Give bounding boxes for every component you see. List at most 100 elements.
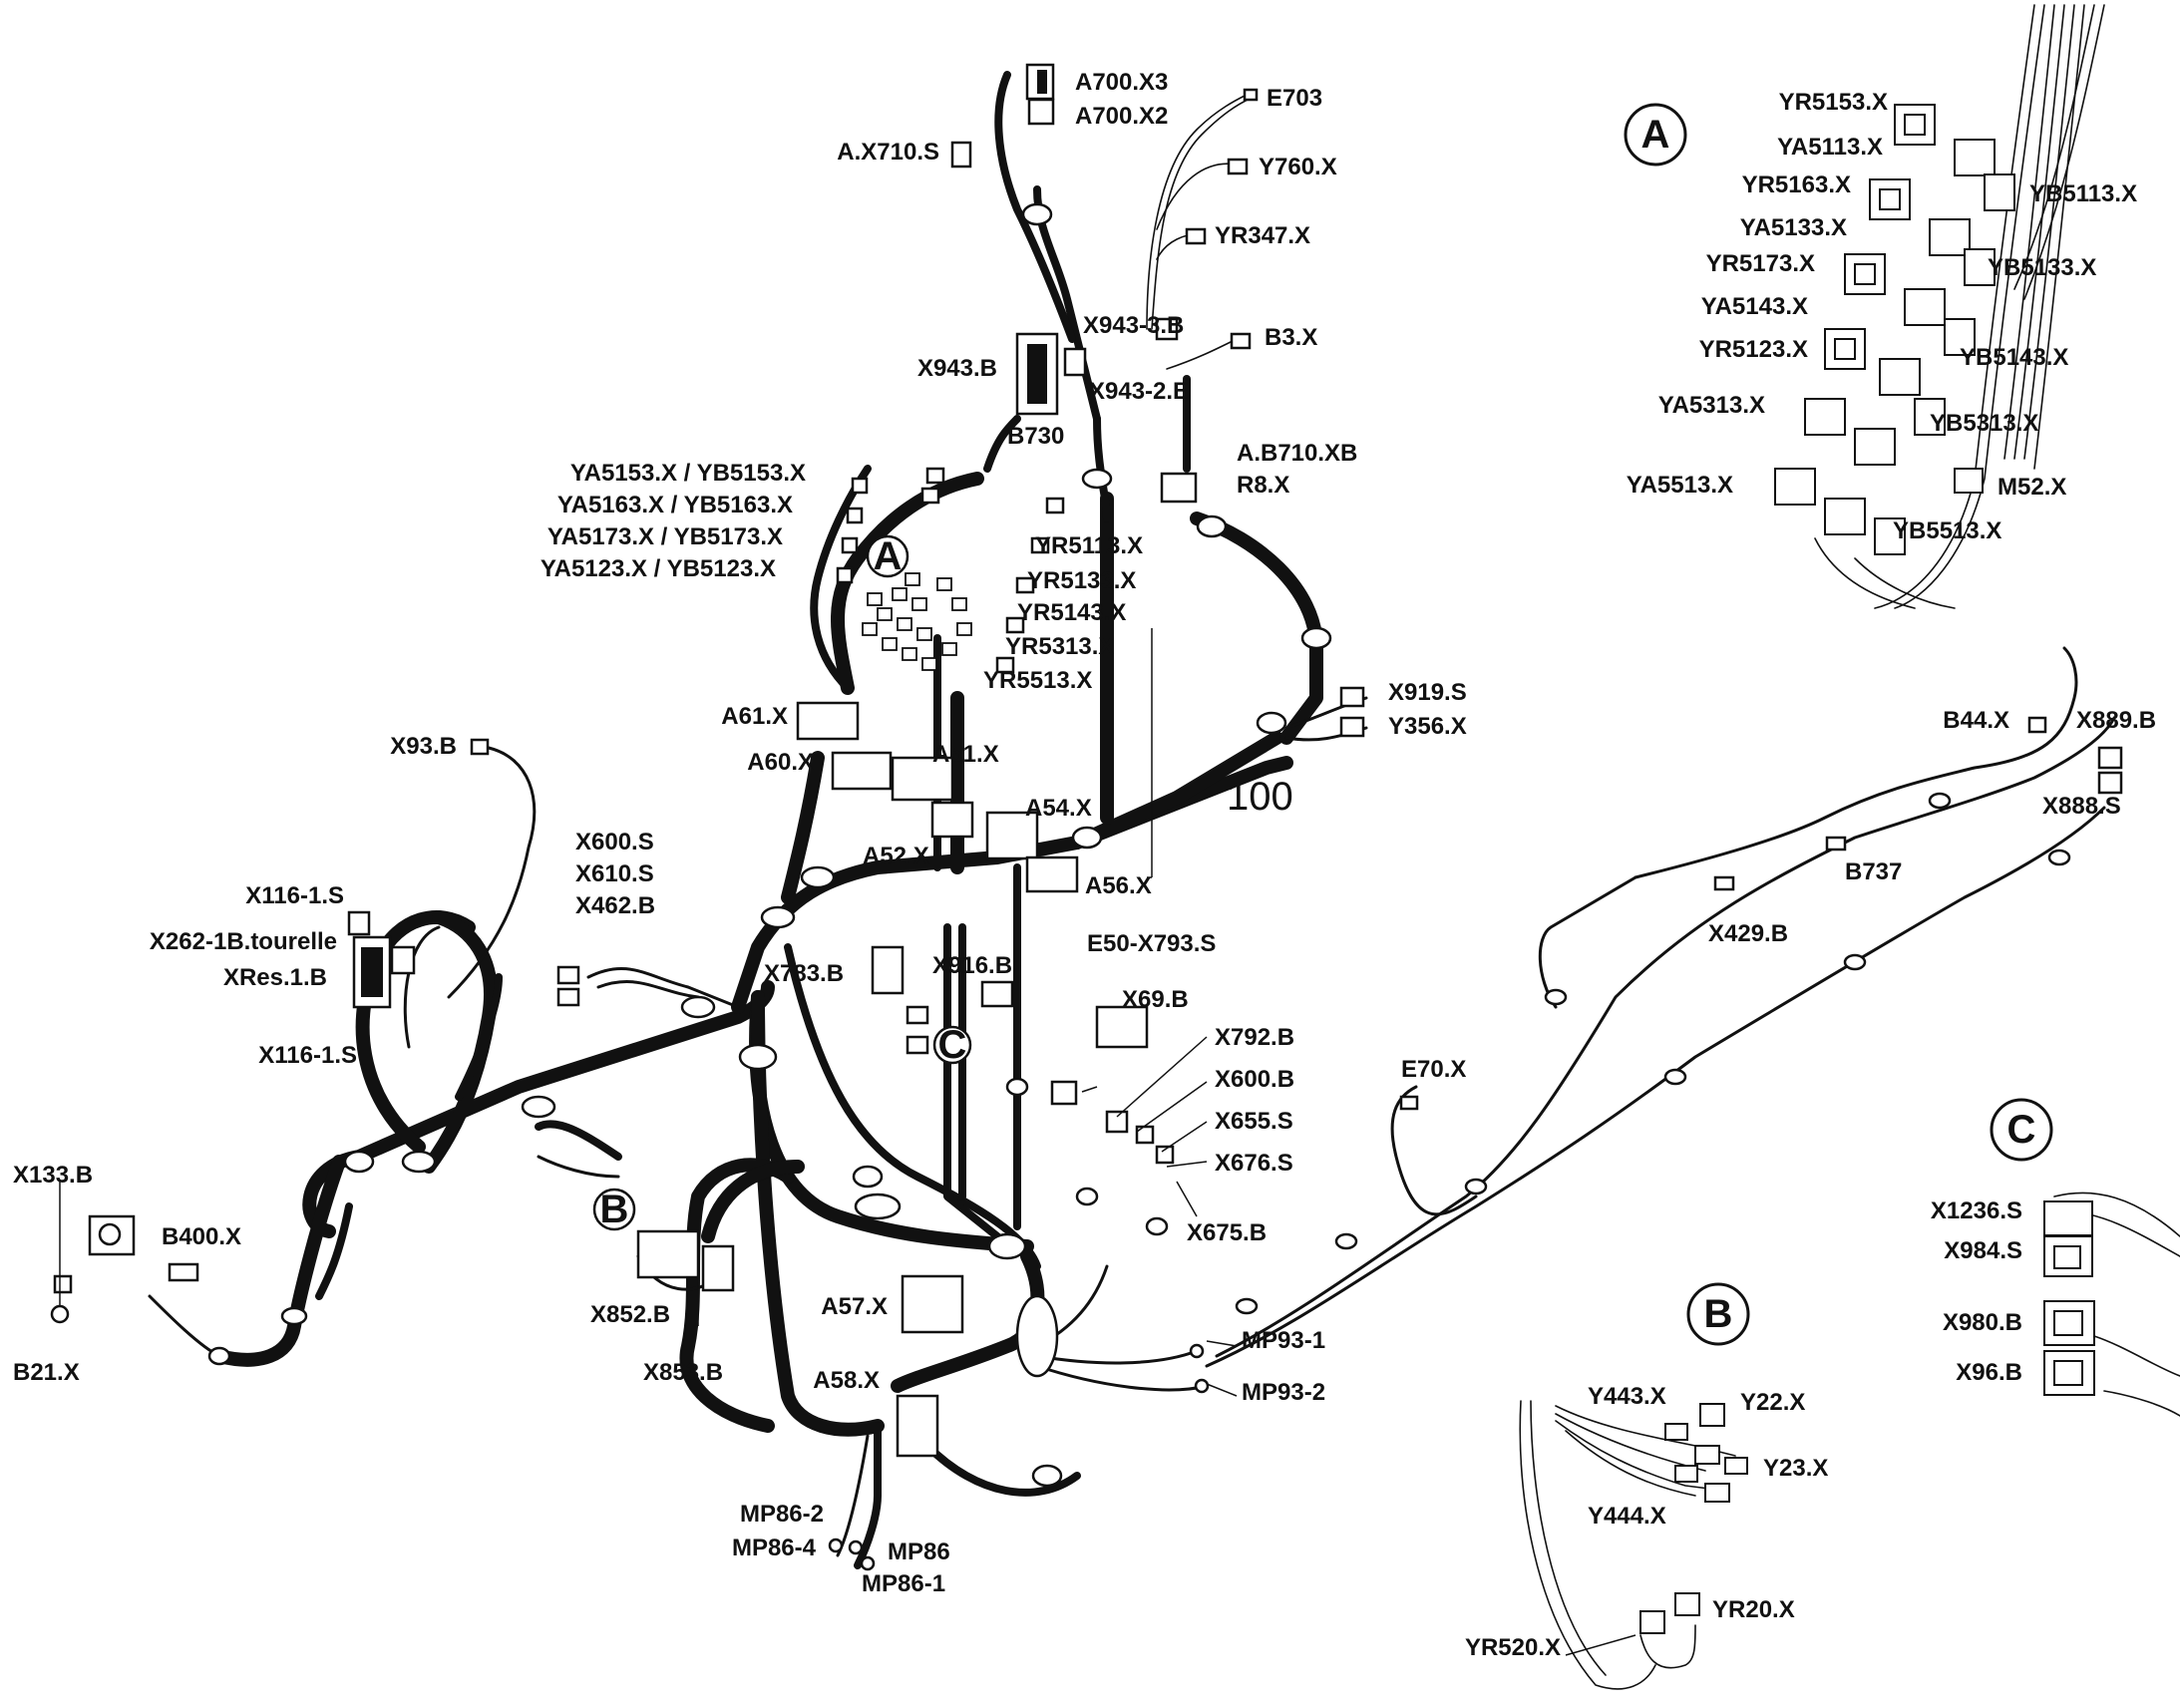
label-detail-a-yb5133: YB5133.X: [1988, 254, 2096, 281]
label-r8-x: R8.X: [1237, 472, 1289, 499]
label-detail-a-ya5313: YA5313.X: [1658, 392, 1765, 419]
label-a57-x: A57.X: [821, 1293, 888, 1320]
label-x600-b: X600.B: [1215, 1066, 1294, 1093]
label-a58-x: A58.X: [813, 1367, 880, 1394]
label-x262-1b-tourelle: X262-1B.tourelle: [150, 928, 337, 955]
label-x675-b: X675.B: [1187, 1219, 1267, 1246]
marker-c-main: C: [938, 1023, 967, 1067]
marker-c-detail: C: [2007, 1108, 2036, 1152]
labels-detail-a: YR5153.X YA5113.X YR5163.X YA5133.X YR51…: [1627, 89, 2137, 544]
label-detail-a-yr5123: YR5123.X: [1699, 336, 1808, 363]
label-a61-x: A61.X: [721, 703, 788, 730]
label-a-b710-xb: A.B710.XB: [1237, 440, 1357, 467]
label-x610-s: X610.S: [575, 860, 654, 887]
label-detail-a-yb5113: YB5113.X: [2029, 180, 2137, 207]
marker-a-detail: A: [1641, 113, 1670, 157]
label-mp86-1: MP86-1: [862, 1570, 945, 1597]
label-a51-x: A51.X: [932, 741, 999, 768]
label-yr5143-x: YR5143.X: [1017, 599, 1126, 626]
label-detail-a-m52: M52.X: [1998, 474, 2066, 501]
label-b737: B737: [1845, 858, 1902, 885]
label-detail-a-yb5143: YB5143.X: [1960, 344, 2068, 371]
label-detail-a-yr5153: YR5153.X: [1779, 89, 1888, 116]
label-y760-x: Y760.X: [1259, 154, 1337, 180]
marker-b-detail: B: [1704, 1292, 1733, 1336]
label-a700-x2: A700.X2: [1075, 103, 1168, 130]
label-detail-c-x980: X980.B: [1943, 1309, 2022, 1336]
marker-b-main: B: [600, 1188, 629, 1231]
label-e50-x793-s: E50-X793.S: [1087, 930, 1216, 957]
label-y356-x: Y356.X: [1388, 713, 1467, 740]
label-b44-x: B44.X: [1943, 707, 2009, 734]
label-detail-a-ya5113: YA5113.X: [1777, 134, 1883, 161]
label-x655-s: X655.S: [1215, 1108, 1293, 1135]
label-x93-b: X93.B: [390, 733, 457, 760]
label-mp93-1: MP93-1: [1242, 1327, 1325, 1354]
label-x462-b: X462.B: [575, 892, 655, 919]
label-a700-x3: A700.X3: [1075, 69, 1168, 96]
label-detail-a-ya5133: YA5133.X: [1740, 214, 1847, 241]
label-detail-b-y22: Y22.X: [1740, 1389, 1805, 1416]
detail-a: [1774, 4, 2105, 609]
label-x916-b: X916.B: [932, 952, 1012, 979]
label-mp86: MP86: [888, 1538, 950, 1565]
label-x429-b: X429.B: [1708, 920, 1788, 947]
label-x69-b: X69.B: [1122, 986, 1189, 1013]
label-detail-b-yr520: YR520.X: [1465, 1634, 1561, 1661]
label-b3-x: B3.X: [1265, 324, 1317, 351]
label-ya5153-yb5153: YA5153.X / YB5153.X: [570, 460, 806, 487]
label-x783-b: X783.B: [764, 960, 844, 987]
label-detail-c-x984: X984.S: [1944, 1237, 2022, 1264]
label-a60-x: A60.X: [747, 749, 814, 776]
label-x852-b: X852.B: [590, 1301, 670, 1328]
label-detail-b-yr20: YR20.X: [1712, 1596, 1795, 1623]
labels-detail-c: X1236.S X984.S X980.B X96.B: [1931, 1197, 2022, 1386]
leader-lines: [59, 628, 1636, 1656]
label-x133-b: X133.B: [13, 1162, 93, 1189]
label-xres-1b: XRes.1.B: [223, 964, 327, 991]
label-ya5123-yb5123: YA5123.X / YB5123.X: [541, 555, 776, 582]
label-x116-1s-top: X116-1.S: [245, 882, 344, 909]
label-detail-a-yr5163: YR5163.X: [1742, 171, 1851, 198]
harness-clamps: [207, 202, 2071, 1488]
label-a54-x: A54.X: [1025, 795, 1092, 822]
label-yr347-x: YR347.X: [1215, 222, 1310, 249]
label-yr5313-x: YR5313.X: [1005, 633, 1114, 660]
detail-b: [1519, 1400, 1748, 1690]
label-x792-b: X792.B: [1215, 1024, 1294, 1051]
label-detail-a-yb5513: YB5513.X: [1893, 517, 2001, 544]
label-x943-3b: X943-3.B: [1083, 312, 1184, 339]
label-mp86-2: MP86-2: [740, 1501, 824, 1528]
label-detail-a-ya5143: YA5143.X: [1701, 293, 1808, 320]
label-x116-1s-bottom: X116-1.S: [258, 1042, 357, 1069]
label-detail-b-y443: Y443.X: [1588, 1383, 1666, 1410]
label-detail-a-yb5313: YB5313.X: [1930, 410, 2038, 437]
label-mp93-2: MP93-2: [1242, 1379, 1325, 1406]
label-x943-b: X943.B: [917, 355, 997, 382]
label-x888-s: X888.S: [2042, 793, 2121, 820]
label-x600-s: X600.S: [575, 829, 654, 855]
label-a-x710-s: A.X710.S: [837, 139, 939, 166]
label-a56-x: A56.X: [1085, 872, 1152, 899]
label-detail-b-y444: Y444.X: [1588, 1503, 1666, 1530]
label-x676-s: X676.S: [1215, 1150, 1293, 1177]
detail-markers: A C B A B C: [592, 103, 2053, 1346]
label-x889-b: X889.B: [2076, 707, 2156, 734]
label-mp86-4: MP86-4: [732, 1535, 817, 1561]
label-yr5133-x: YR5133.X: [1027, 567, 1136, 594]
label-b400-x: B400.X: [162, 1223, 241, 1250]
labels-main: A700.X3 A700.X2 E703 A.X710.S Y760.X YR3…: [13, 69, 2156, 1597]
label-detail-b-y23: Y23.X: [1763, 1455, 1828, 1482]
label-ya5173-yb5173: YA5173.X / YB5173.X: [547, 523, 783, 550]
label-ya5163-yb5163: YA5163.X / YB5163.X: [557, 492, 793, 518]
label-a52-x: A52.X: [863, 843, 929, 869]
label-e703: E703: [1267, 85, 1322, 112]
label-x943-2b: X943-2.B: [1089, 378, 1190, 405]
detail-c: [2043, 1192, 2180, 1417]
label-yr5113-x: YR5113.X: [1035, 532, 1143, 559]
label-detail-a-ya5513: YA5513.X: [1627, 472, 1733, 499]
labels-detail-b: Y443.X Y22.X Y23.X Y444.X YR520.X YR20.X: [1465, 1383, 1828, 1661]
label-detail-a-yr5173: YR5173.X: [1706, 250, 1815, 277]
label-b21-x: B21.X: [13, 1359, 80, 1386]
